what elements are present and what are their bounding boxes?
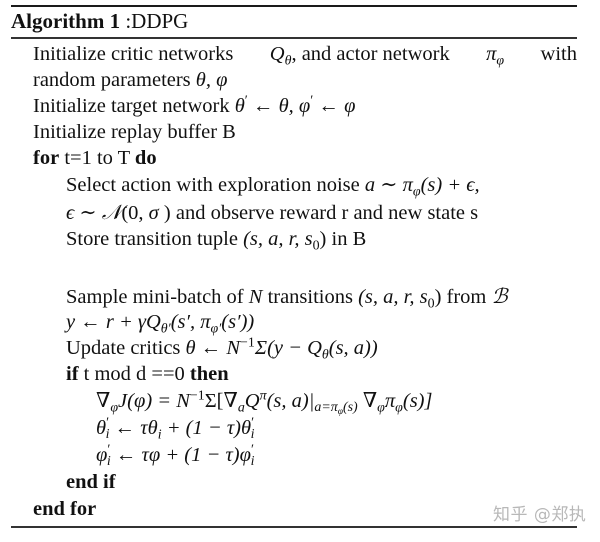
algo-line-10: Sample mini-batch of N transitions (s, a… — [66, 284, 508, 312]
math-critic: Qθ, and actor network — [269, 43, 450, 69]
algo-line-18-endfor: end for — [33, 498, 97, 520]
text: Initialize critic networks — [33, 43, 234, 65]
math-actor: πφ — [486, 43, 505, 69]
caption-rule — [11, 37, 577, 39]
algo-line-7: ϵ ∼ 𝒩(0, σ ) and observe reward r and ne… — [66, 200, 479, 224]
text: with — [540, 43, 577, 65]
algo-line-16: φ′i ← τφ + (1 − τ)φ′i — [96, 442, 255, 470]
bottom-rule — [11, 526, 577, 528]
algorithm-label: Algorithm 1 — [11, 9, 121, 33]
algo-line-1: Initialize critic networks Qθ, and actor… — [33, 41, 577, 69]
top-rule — [11, 5, 577, 7]
algo-line-14: ∇φJ(φ) = N−1Σ[∇aQπ(s, a)|a=πφ(s) ∇φπφ(s)… — [96, 388, 433, 418]
algo-line-11: y ← r + γQθ′(s′, πφ′(s′)) — [66, 311, 255, 337]
algo-line-2: random parameters θ, φ — [33, 69, 228, 91]
algo-line-8: Store transition tuple (s, a, r, s0) in … — [66, 228, 367, 254]
algo-line-3: Initialize target network θ′ ← θ, φ′ ← φ — [33, 93, 356, 117]
algo-line-6: Select action with exploration noise a ∼… — [66, 174, 480, 200]
algo-line-5-for: for t=1 to T do — [33, 147, 157, 169]
algo-line-17-endif: end if — [66, 471, 116, 493]
algo-line-4: Initialize replay buffer B — [33, 121, 236, 143]
algo-line-12: Update critics θ ← N−1Σ(y − Qθ(s, a)) — [66, 335, 378, 363]
algorithm-caption: Algorithm 1 :DDPG — [11, 8, 188, 34]
algo-line-15: θ′i ← τθi + (1 − τ)θ′i — [96, 415, 255, 443]
watermark: 知乎 @郑执 — [493, 505, 587, 525]
algo-line-13-if: if t mod d ==0 then — [66, 363, 229, 385]
algorithm-title: :DDPG — [125, 9, 189, 33]
